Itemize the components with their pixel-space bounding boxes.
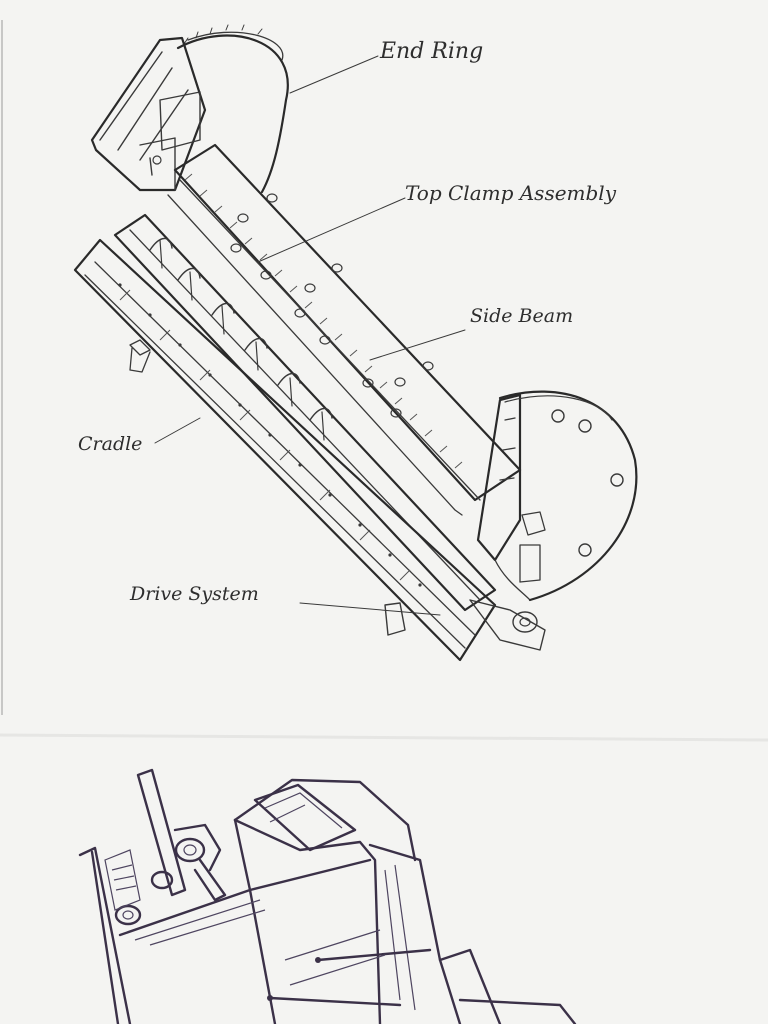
label-end-ring: End Ring [379,39,483,64]
leader-lines [154,55,466,616]
end-frame-lower [469,393,546,651]
end-ring-lower [498,390,638,602]
cradle [73,238,497,662]
top-clamp-assembly [167,143,522,516]
end-frame-upper [90,36,207,192]
label-cradle: Cradle [78,433,142,455]
drive-motor [512,611,538,633]
paper-fold [0,733,768,742]
label-side-beam: Side Beam [470,305,573,327]
end-ring-upper [176,24,289,194]
tilted-machine-drawing: End Ring Top Clamp Assembly Side Beam Cr… [73,24,638,662]
mechanism-cluster [104,823,227,926]
side-beam [113,213,497,612]
cradle-rivets [118,283,422,587]
clamp-bolt [230,193,434,418]
label-drive-system: Drive System [129,583,259,605]
cropped-detail-drawing [78,768,577,1024]
label-top-clamp-assembly: Top Clamp Assembly [405,181,617,205]
